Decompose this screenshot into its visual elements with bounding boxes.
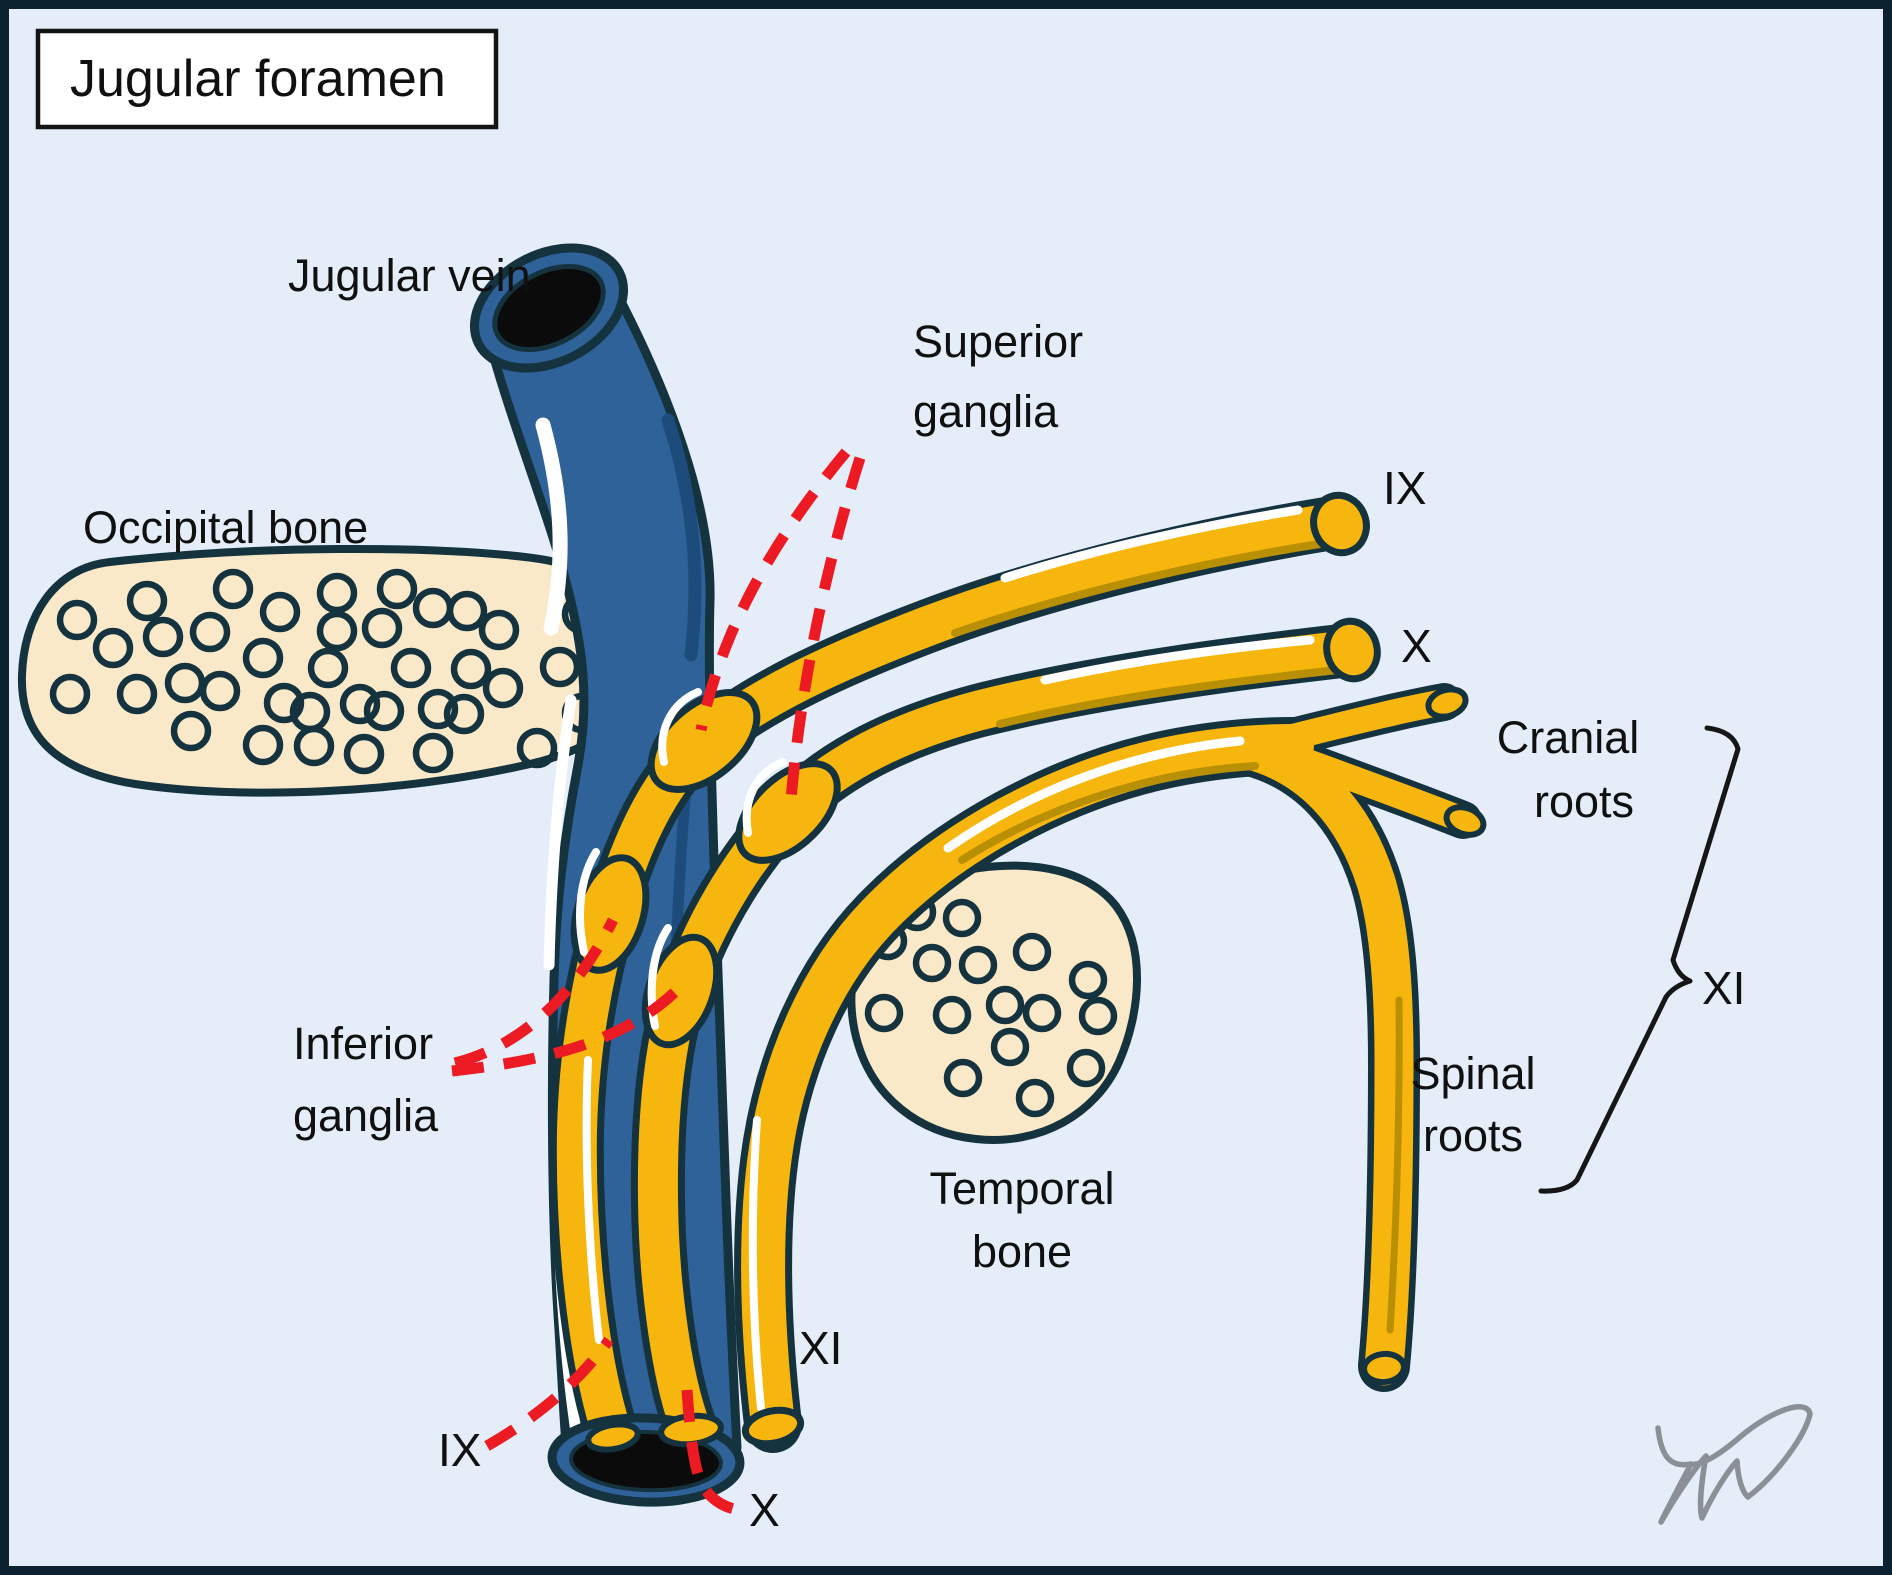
- label-spinal-roots-line1: Spinal: [1410, 1048, 1535, 1099]
- ganglion-highlight: [658, 688, 702, 766]
- nerve-highlight: [1040, 635, 1315, 685]
- cranial-root-end-lower: [1443, 804, 1487, 838]
- leader-inferior-ganglia-x: [451, 987, 679, 1077]
- ganglion-highlight: [742, 758, 787, 837]
- bone-texture-holes: [49, 568, 603, 775]
- nerve-highlight: [943, 736, 1245, 853]
- leader-superior-ganglia-ix: [695, 448, 851, 732]
- leader-nerve-x-exit: [681, 1389, 736, 1515]
- label-superior-ganglia-line1: Superior: [913, 316, 1083, 367]
- label-superior-ganglia-line2: ganglia: [913, 386, 1059, 437]
- nerve-xi-exit-end: [741, 1406, 805, 1448]
- nerve-ix-shape: [549, 491, 1370, 1457]
- spinal-root-end: [1361, 1350, 1407, 1386]
- nerve-highlight: [582, 1056, 603, 1344]
- page-title: Jugular foramen: [70, 50, 446, 108]
- superior-ganglion-x: [735, 760, 841, 864]
- nerve-shade: [951, 539, 1330, 637]
- title-box: Jugular foramen: [35, 28, 499, 130]
- label-cranial-roots-line1: Cranial: [1497, 712, 1640, 763]
- leader-inferior-ganglia-ix: [453, 917, 618, 1069]
- leader-lines: [451, 448, 866, 1515]
- superior-ganglion-ix: [647, 689, 761, 793]
- label-nerve-xi: XI: [1702, 962, 1745, 1014]
- ganglion-highlight: [576, 848, 600, 956]
- nerve-shade: [996, 666, 1342, 728]
- label-cranial-roots-line2: roots: [1534, 776, 1634, 827]
- leader-nerve-ix-exit: [484, 1336, 614, 1451]
- vein-highlight: [543, 694, 577, 971]
- label-temporal-bone-line2: bone: [972, 1226, 1072, 1277]
- vein-shade: [661, 413, 702, 662]
- signature-scribble: [1655, 1404, 1813, 1525]
- vein-top-opening: [492, 264, 606, 352]
- label-nerve-xi-exit: XI: [799, 1322, 842, 1374]
- nerve-ix-exit-end: [585, 1421, 641, 1453]
- nerve-shade: [1386, 996, 1403, 1334]
- xi-brace: [1538, 725, 1741, 1194]
- occipital-bone-shape: [17, 544, 648, 797]
- vein-highlight: [535, 417, 568, 636]
- label-nerve-x: X: [1401, 620, 1432, 672]
- label-nerve-ix: IX: [1383, 462, 1426, 514]
- leader-superior-ganglia-x: [785, 456, 866, 801]
- label-spinal-roots-line2: roots: [1423, 1110, 1523, 1161]
- nerve-highlight: [748, 1116, 765, 1412]
- label-inferior-ganglia-line1: Inferior: [293, 1018, 433, 1069]
- nerve-shade: [958, 762, 1259, 864]
- nerve-x-cut-end: [1323, 617, 1381, 683]
- label-inferior-ganglia-line2: ganglia: [293, 1090, 439, 1141]
- cranial-root-end-upper: [1425, 686, 1469, 720]
- label-nerve-x-exit: X: [749, 1484, 780, 1536]
- label-jugular-vein: Jugular vein: [288, 250, 531, 301]
- nerve-xi-shape: [734, 683, 1487, 1453]
- nerve-highlight: [1000, 505, 1303, 583]
- nerve-ix-cut-end: [1310, 491, 1370, 557]
- label-nerve-ix-exit: IX: [438, 1424, 481, 1476]
- nerve-x-shape: [630, 617, 1381, 1453]
- label-temporal-bone-line1: Temporal: [929, 1163, 1114, 1214]
- label-occipital-bone: Occipital bone: [83, 502, 368, 553]
